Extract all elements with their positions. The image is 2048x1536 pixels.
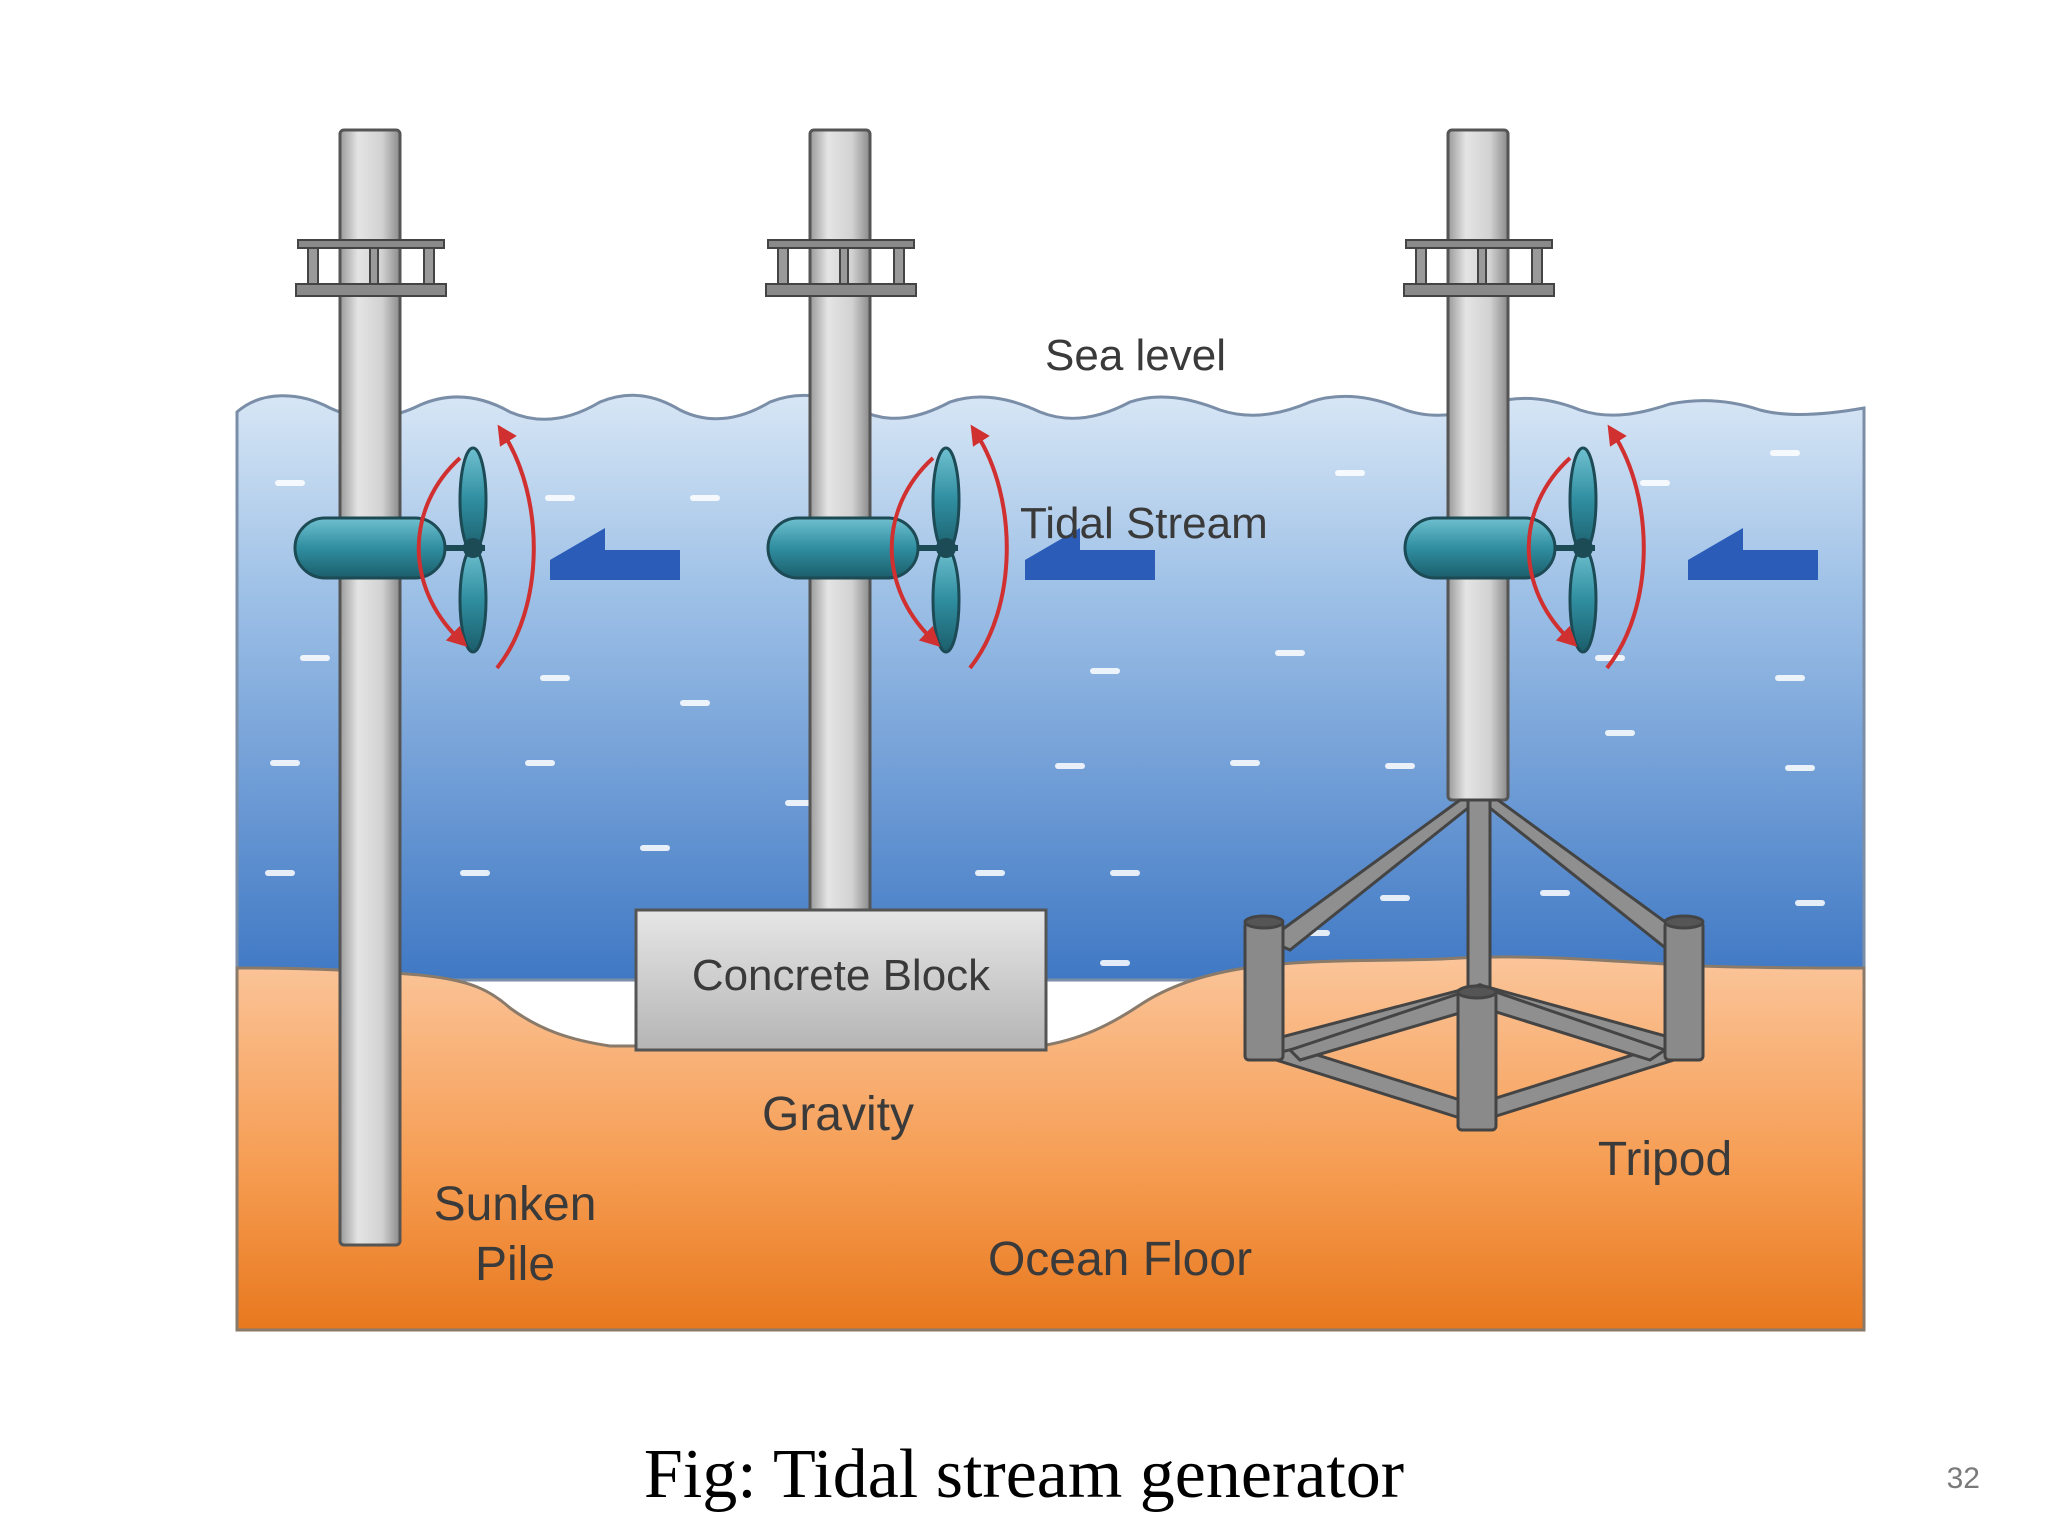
water-dash — [1540, 890, 1570, 896]
slide-number: 32 — [1946, 1462, 1980, 1495]
water-dash — [1090, 668, 1120, 674]
water-dash — [1795, 900, 1825, 906]
water-dash — [640, 845, 670, 851]
water-dash — [265, 870, 295, 876]
platform — [1403, 239, 1555, 297]
rotation-arrow-icon — [416, 456, 468, 647]
rotation-arrow-icon — [495, 424, 536, 670]
flow-arrows — [550, 528, 1818, 580]
tripod-frame — [1265, 798, 1693, 1121]
water-dash — [1275, 650, 1305, 656]
water-dash — [690, 495, 720, 501]
water-dash — [540, 675, 570, 681]
turbine-icon — [293, 424, 536, 670]
platform — [295, 239, 447, 297]
water-dash — [1380, 895, 1410, 901]
water-dash — [275, 480, 305, 486]
water-dash — [975, 870, 1005, 876]
water-dash — [1605, 730, 1635, 736]
rotation-arrow-icon — [1605, 424, 1646, 670]
water-dash — [1100, 960, 1130, 966]
water-dash — [1335, 470, 1365, 476]
water-dash — [1785, 765, 1815, 771]
water-dash — [545, 495, 575, 501]
tripod-label: Tripod — [1598, 1133, 1732, 1186]
turbine-icon — [1403, 424, 1646, 670]
water-dash — [1595, 655, 1625, 661]
water-dash — [1110, 870, 1140, 876]
tidal-stream-label: Tidal Stream — [1020, 499, 1268, 548]
gravity-label: Gravity — [762, 1088, 914, 1141]
pile-column — [1446, 128, 1510, 802]
water-dash — [1055, 763, 1085, 769]
rotation-arrow-icon — [1526, 456, 1578, 647]
turbine-icon — [766, 424, 1009, 670]
water-dash — [785, 800, 815, 806]
water-dash — [525, 760, 555, 766]
water-dash — [270, 760, 300, 766]
ocean-floor-label: Ocean Floor — [988, 1233, 1252, 1286]
water-dash — [1640, 480, 1670, 486]
pile-column — [338, 128, 402, 1247]
concrete-block-label: Concrete Block — [692, 951, 991, 1000]
water-dash — [1385, 763, 1415, 769]
gravity-structure — [634, 128, 1048, 1052]
water-dash — [1775, 675, 1805, 681]
sunken-pile-structure — [295, 128, 447, 1247]
platform — [765, 239, 917, 297]
sea-level-label: Sea level — [1045, 331, 1226, 380]
rotation-arrow-icon — [889, 456, 941, 647]
water-dash — [680, 700, 710, 706]
flow-arrow-icon — [1025, 528, 1155, 580]
sunken-pile-label-line1: Sunken — [434, 1178, 597, 1231]
sunken-pile-label-line2: Pile — [475, 1238, 555, 1291]
concrete-block — [634, 908, 1048, 1052]
flow-arrow-icon — [1688, 528, 1818, 580]
tripod-structure — [1243, 128, 1705, 1132]
turbines — [293, 424, 1646, 670]
rotation-arrow-icon — [968, 424, 1009, 670]
water-dash — [1770, 450, 1800, 456]
figure-caption: Fig: Tidal stream generator — [643, 1436, 1405, 1513]
tripod-legs — [1243, 914, 1705, 1132]
water-dash — [1230, 760, 1260, 766]
flow-arrow-icon — [550, 528, 680, 580]
water-dash — [460, 870, 490, 876]
water-dash — [300, 655, 330, 661]
